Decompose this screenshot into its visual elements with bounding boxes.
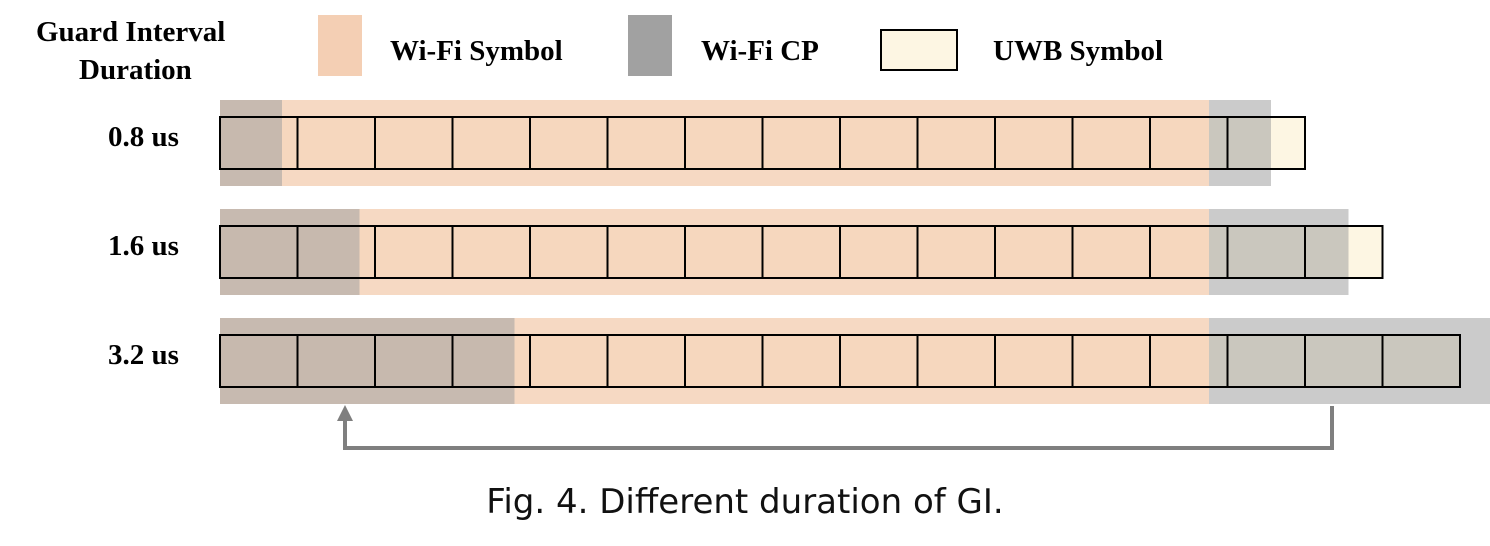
uwb-symbol-cell: [1304, 225, 1384, 279]
wifi-cp-band-start: [220, 209, 360, 295]
legend-swatch-wifi-cp: [628, 15, 672, 76]
legend-swatch-wifi-symbol: [318, 15, 362, 76]
uwb-symbol-cell: [1226, 116, 1306, 170]
row-label-1: 1.6 us: [108, 230, 179, 262]
wifi-cp-band-end: [1209, 318, 1490, 404]
uwb-symbol-cell: [1381, 334, 1461, 388]
wifi-symbol-band: [220, 209, 1209, 295]
wifi-cp-band-start: [220, 100, 282, 186]
legend-label-wifi-cp: Wi-Fi CP: [701, 35, 819, 67]
legend-swatch-uwb-symbol: [880, 29, 958, 71]
wifi-cp-band-start: [220, 318, 515, 404]
wifi-cp-band-end: [1209, 209, 1349, 295]
header-line-2: Duration: [79, 54, 192, 86]
row-label-0: 0.8 us: [108, 121, 179, 153]
legend-label-uwb-symbol: UWB Symbol: [993, 35, 1164, 67]
cp-copy-arrow-line: [343, 406, 1334, 450]
legend-label-wifi-symbol: Wi-Fi Symbol: [390, 35, 563, 67]
row-label-2: 3.2 us: [108, 339, 179, 371]
header-line-1: Guard Interval: [36, 16, 226, 48]
cp-copy-arrow-head: [337, 405, 353, 421]
figure-caption: Fig. 4. Different duration of GI.: [486, 482, 1004, 522]
wifi-symbol-band: [220, 100, 1209, 186]
wifi-cp-band-end: [1209, 100, 1271, 186]
